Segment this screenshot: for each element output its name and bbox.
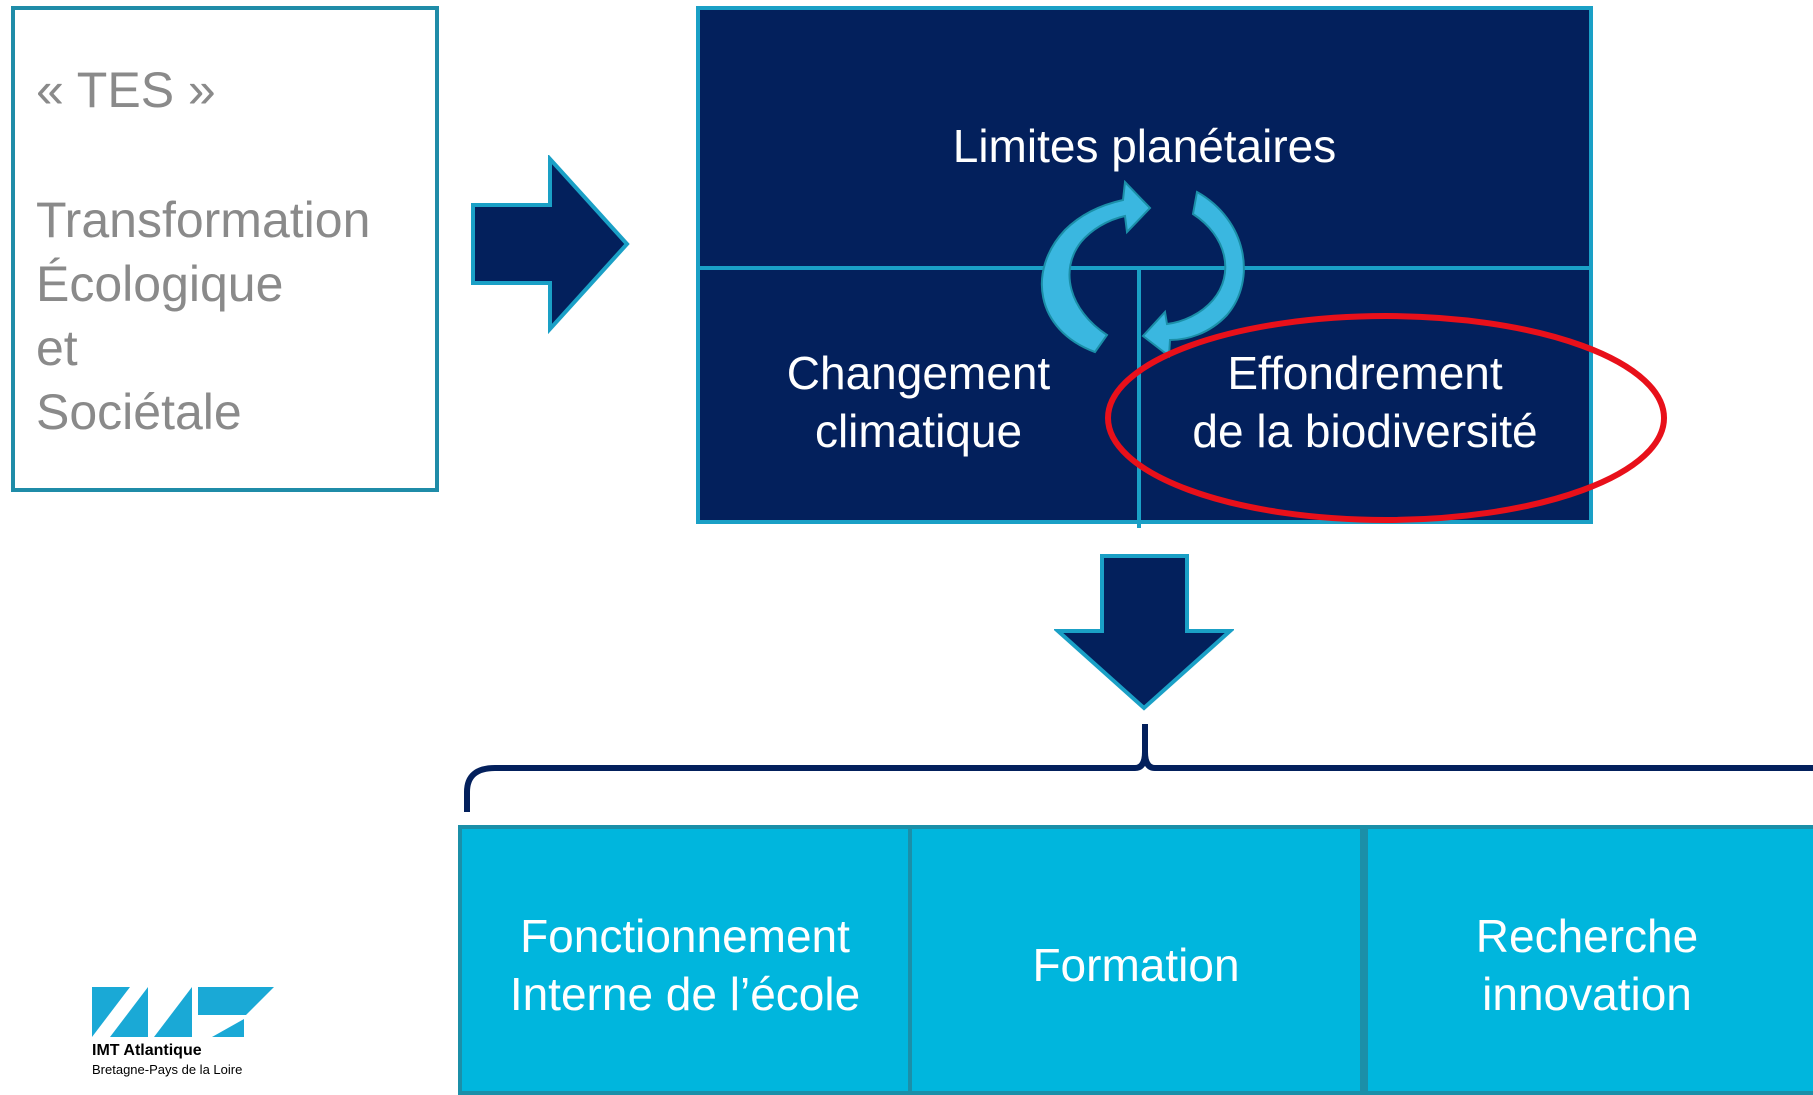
planetary-limits-box: Limites planétaires Changement climatiqu…: [696, 6, 1593, 528]
internal-operations-line-2: Interne de l’école: [509, 968, 861, 1020]
internal-operations-box: Fonctionnement Interne de l’école: [458, 825, 912, 1095]
limits-title: Limites planétaires: [952, 120, 1337, 172]
right-arrow-icon: [471, 155, 630, 335]
training-label: Formation: [1032, 939, 1240, 991]
tes-line-1: Transformation: [36, 192, 371, 248]
biodiversity-line-1: Effondrement: [1227, 347, 1503, 399]
vertical-divider: [1137, 270, 1141, 528]
training-box: Formation: [908, 825, 1364, 1095]
highlight-ellipse: [1105, 313, 1667, 523]
horizontal-divider: [700, 266, 1589, 270]
logo-name: IMT Atlantique: [92, 1042, 202, 1059]
tes-line-2: Écologique: [36, 256, 284, 312]
biodiversity-line-2: de la biodiversité: [1192, 405, 1538, 457]
internal-operations-line-1: Fonctionnement: [520, 910, 850, 962]
brace-icon: [464, 724, 1813, 812]
tes-acronym: « TES »: [36, 62, 216, 118]
tes-line-3: et: [36, 320, 78, 376]
down-arrow-icon: [1054, 554, 1234, 711]
climate-change-line-1: Changement: [786, 347, 1051, 399]
tes-box: « TES » Transformation Écologique et Soc…: [11, 6, 439, 492]
research-line-2: innovation: [1482, 968, 1692, 1020]
research-box: Recherche innovation: [1364, 825, 1813, 1095]
imt-logo-icon: [92, 987, 274, 1037]
tes-line-4: Sociétale: [36, 384, 242, 440]
logo-subtitle: Bretagne-Pays de la Loire: [92, 1062, 243, 1077]
research-line-1: Recherche: [1475, 910, 1699, 962]
climate-change-line-2: climatique: [814, 405, 1023, 457]
